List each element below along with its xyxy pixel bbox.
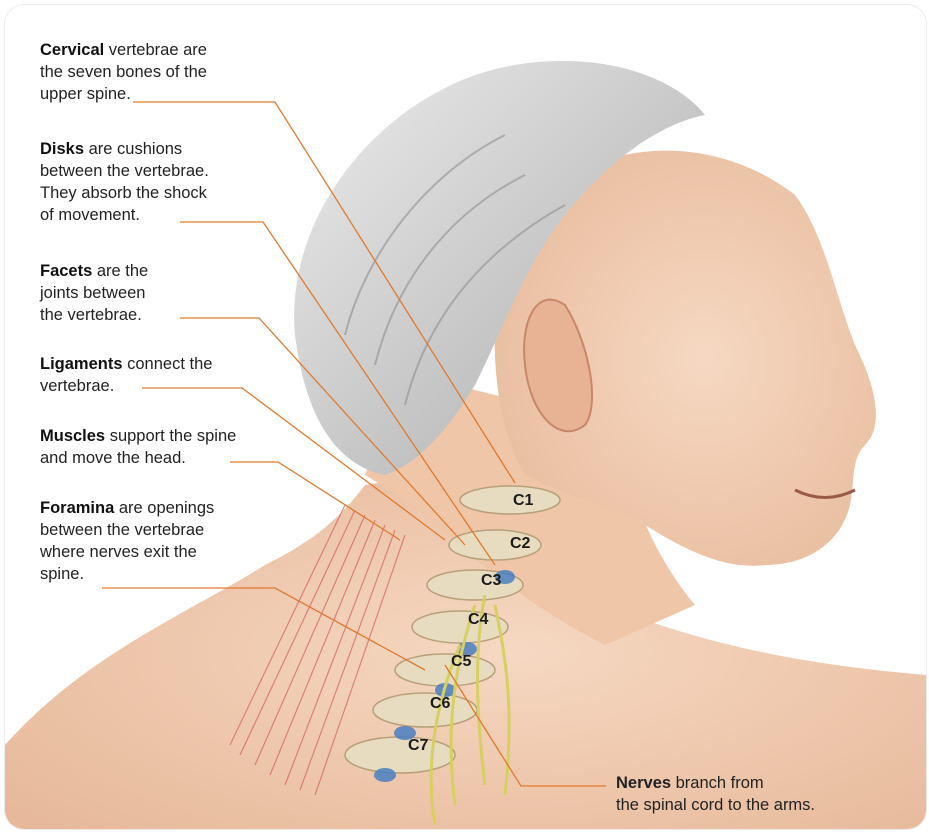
note-facets: Facets are the joints between the verteb… xyxy=(40,260,148,326)
note-cervical: Cervical vertebrae are the seven bones o… xyxy=(40,39,207,105)
note-term: Nerves xyxy=(616,774,671,792)
neck-anatomy-illustration xyxy=(5,5,926,829)
note-disks: Disks are cushions between the vertebrae… xyxy=(40,138,209,226)
note-foramina: Foramina are openings between the verteb… xyxy=(40,497,214,585)
note-term: Ligaments xyxy=(40,355,123,373)
vertebra-label-c5: C5 xyxy=(451,653,471,671)
vertebra-label-c4: C4 xyxy=(468,611,488,629)
vertebra-label-c6: C6 xyxy=(430,695,450,713)
note-nerves: Nerves branch from the spinal cord to th… xyxy=(616,772,815,816)
vertebra-label-c2: C2 xyxy=(510,535,530,553)
note-term: Muscles xyxy=(40,427,105,445)
note-term: Facets xyxy=(40,262,92,280)
note-term: Foramina xyxy=(40,499,114,517)
note-term: Cervical xyxy=(40,41,104,59)
vertebra-label-c7: C7 xyxy=(408,737,428,755)
illustration-frame: Cervical vertebrae are the seven bones o… xyxy=(4,4,927,830)
vertebra-label-c1: C1 xyxy=(513,492,533,510)
note-muscles: Muscles support the spine and move the h… xyxy=(40,425,236,469)
vertebra-label-c3: C3 xyxy=(481,572,501,590)
note-ligaments: Ligaments connect the vertebrae. xyxy=(40,353,212,397)
note-term: Disks xyxy=(40,140,84,158)
